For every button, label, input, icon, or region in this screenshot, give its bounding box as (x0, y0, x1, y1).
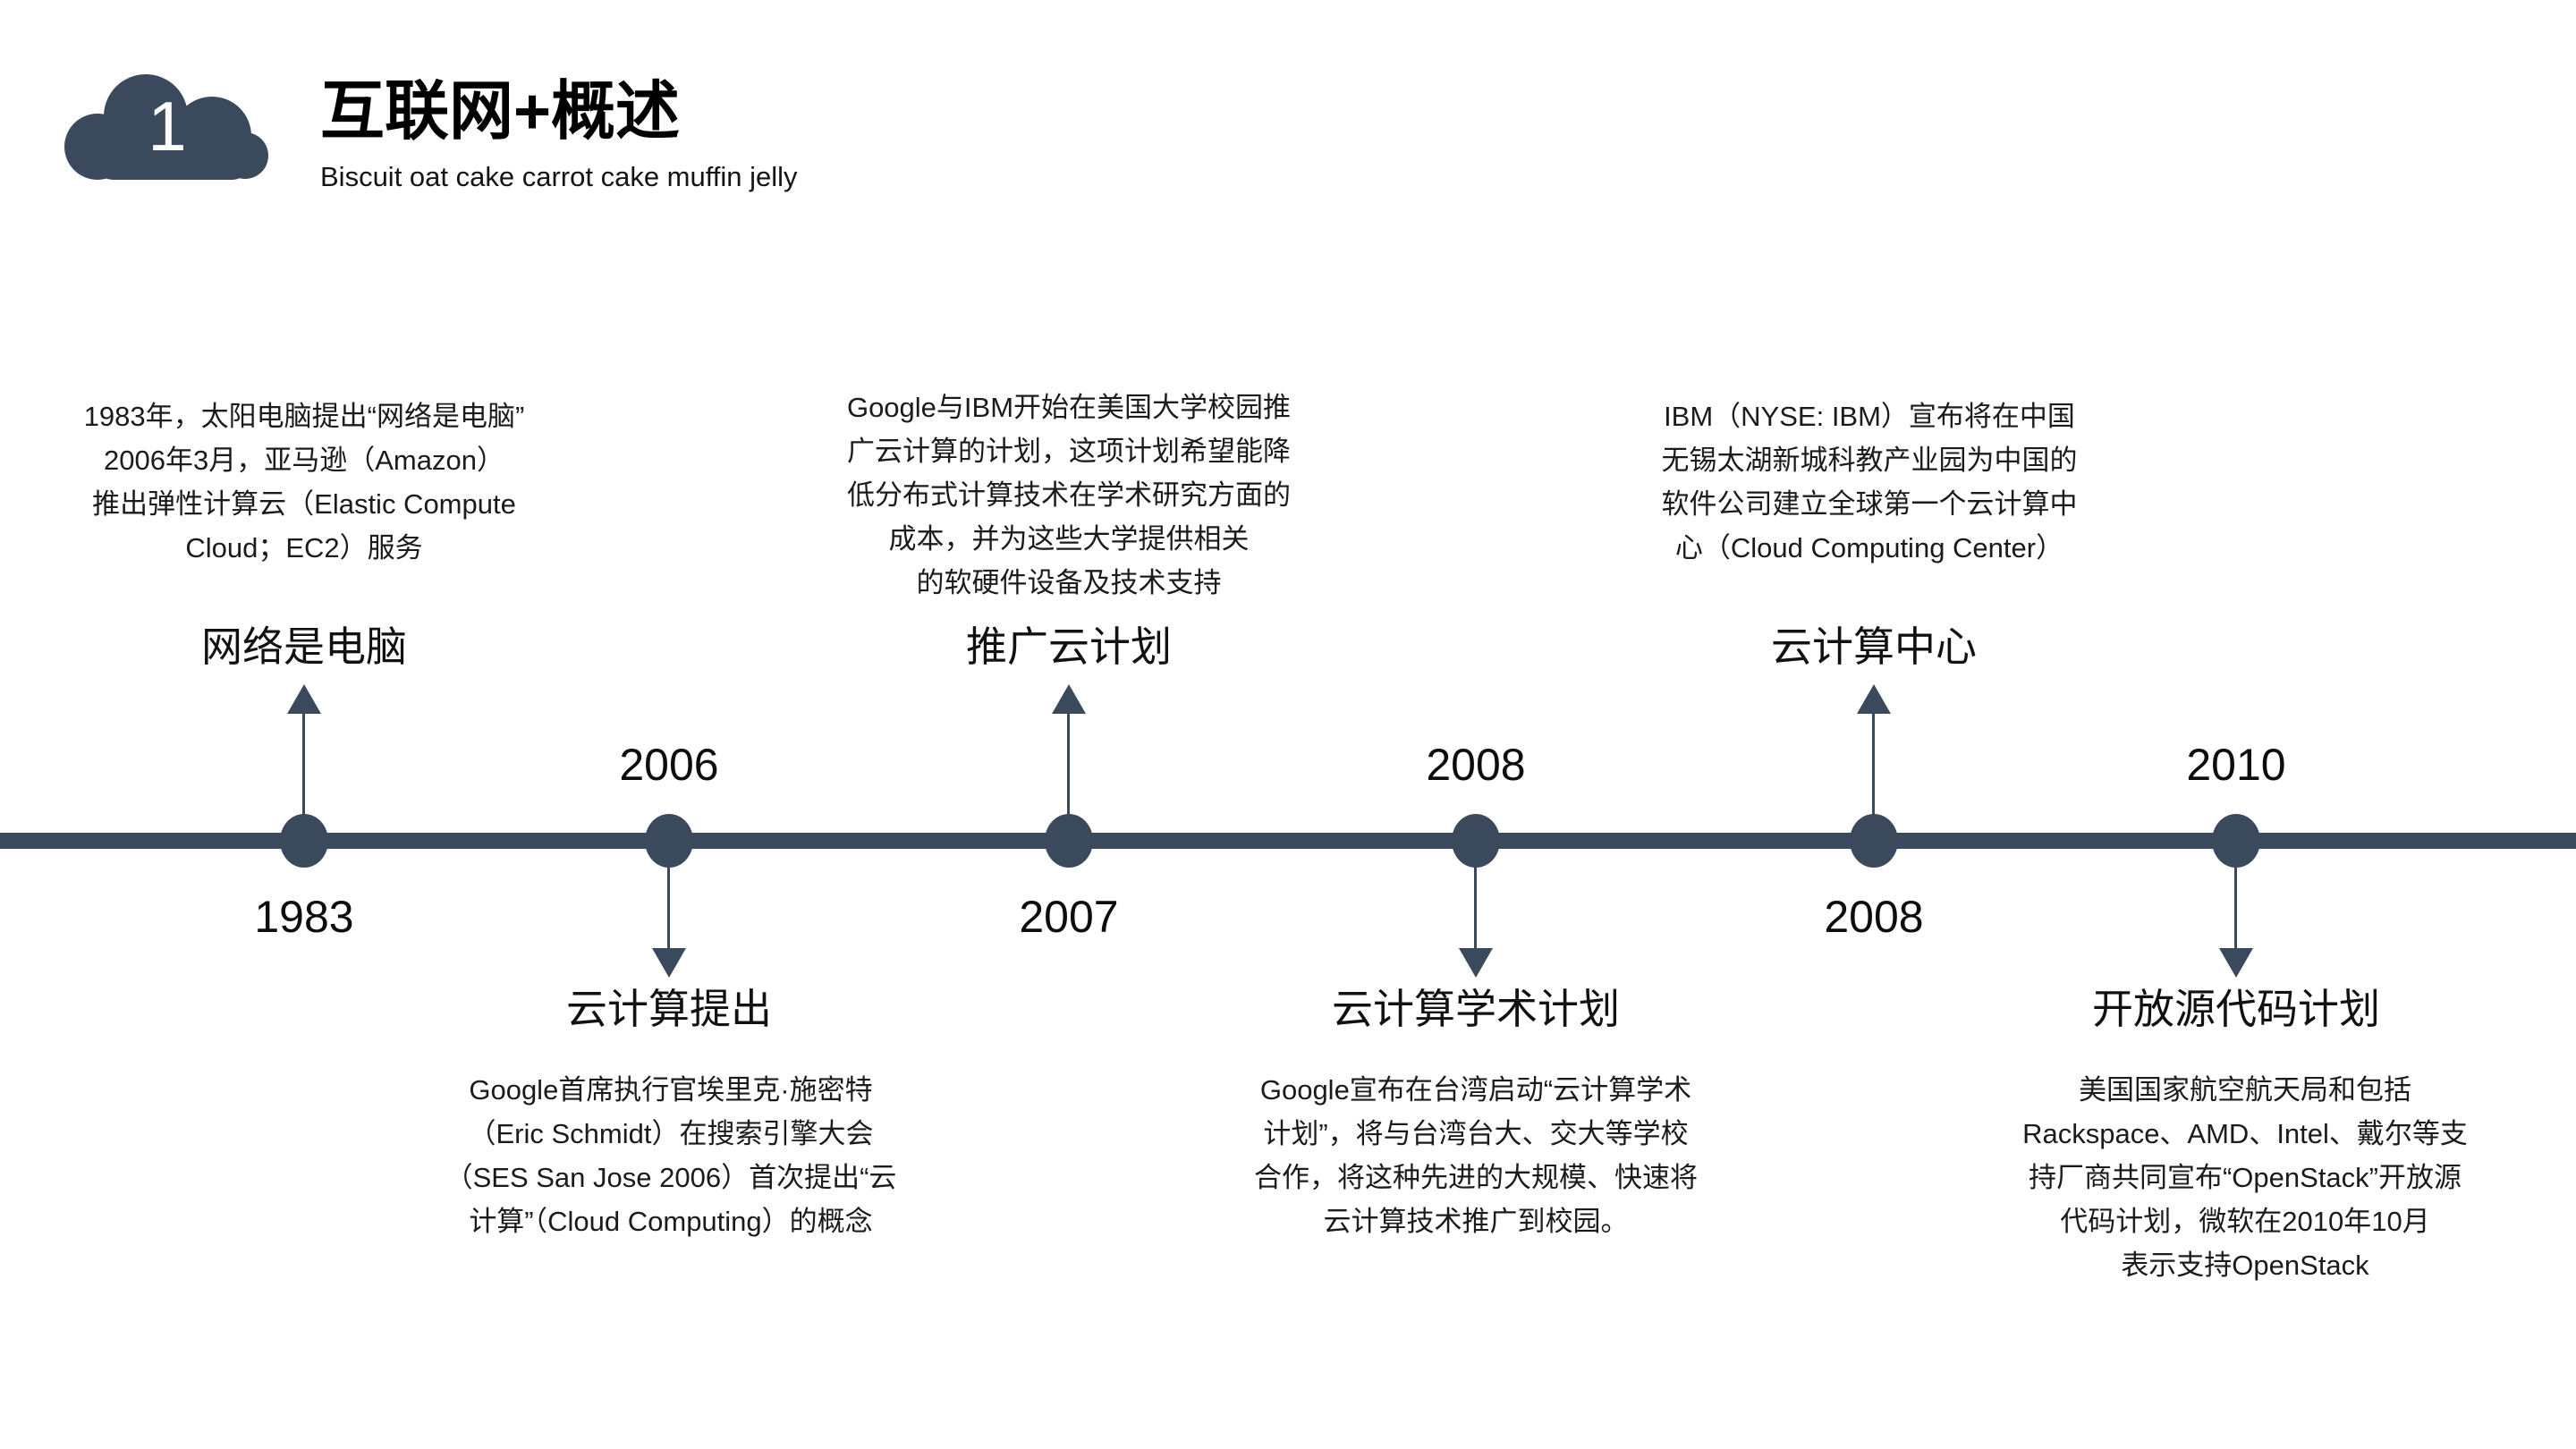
timeline-dot[interactable] (645, 814, 693, 868)
connector-line (667, 860, 670, 950)
timeline-dot[interactable] (1045, 814, 1093, 868)
event-year: 2010 (2186, 740, 2286, 790)
title-block: 互联网+概述 Biscuit oat cake carrot cake muff… (320, 76, 798, 193)
event-headline: 开放源代码计划 (2092, 986, 2380, 1032)
connector-line (1474, 860, 1477, 950)
arrow-up-icon (1052, 684, 1086, 714)
connector-line (302, 714, 305, 821)
timeline-axis (0, 833, 2576, 849)
event-headline: 推广云计划 (966, 623, 1172, 670)
arrow-up-icon (1857, 684, 1891, 714)
timeline-dot[interactable] (280, 814, 328, 868)
event-body: 美国国家航空航天局和包括 Rackspace、AMD、Intel、戴尔等支 持厂… (2022, 1074, 2468, 1281)
event-body: Google首席执行官埃里克·施密特 （Eric Schmidt）在搜索引擎大会… (445, 1074, 897, 1237)
event-year: 1983 (254, 892, 354, 942)
event-year: 2008 (1426, 740, 1526, 790)
event-headline: 网络是电脑 (201, 623, 407, 670)
connector-line (1872, 714, 1875, 821)
connector-line (2234, 860, 2237, 950)
timeline-dot[interactable] (2212, 814, 2260, 868)
event-body: Google宣布在台湾启动“云计算学术 计划”，将与台湾台大、交大等学校 合作，… (1254, 1074, 1698, 1237)
event-body: IBM（NYSE: IBM）宣布将在中国 无锡太湖新城科教产业园为中国的 软件公… (1661, 401, 2078, 564)
arrow-down-icon (1459, 948, 1493, 978)
page-title: 互联网+概述 (320, 76, 681, 148)
event-headline: 云计算学术计划 (1332, 986, 1620, 1032)
arrow-down-icon (2219, 948, 2253, 978)
timeline-dot[interactable] (1850, 814, 1898, 868)
event-body: 1983年，太阳电脑提出“网络是电脑” 2006年3月，亚马逊（Amazon） … (83, 401, 525, 564)
connector-line (1067, 714, 1070, 821)
event-headline: 云计算中心 (1771, 623, 1977, 670)
event-body: Google与IBM开始在美国大学校园推 广云计算的计划，这项计划希望能降 低分… (846, 392, 1292, 598)
arrow-down-icon (652, 948, 686, 978)
event-headline: 云计算提出 (566, 986, 772, 1032)
event-year: 2006 (619, 740, 719, 790)
timeline-dot[interactable] (1452, 814, 1500, 868)
cloud-badge: 1 (55, 70, 279, 186)
cloud-icon (64, 74, 268, 180)
arrow-up-icon (287, 684, 321, 714)
event-year: 2007 (1019, 892, 1119, 942)
page-header: 1 互联网+概述 Biscuit oat cake carrot cake mu… (0, 0, 2576, 268)
page-subtitle: Biscuit oat cake carrot cake muffin jell… (320, 160, 798, 192)
event-year: 2008 (1824, 892, 1924, 942)
badge-number: 1 (148, 87, 187, 165)
